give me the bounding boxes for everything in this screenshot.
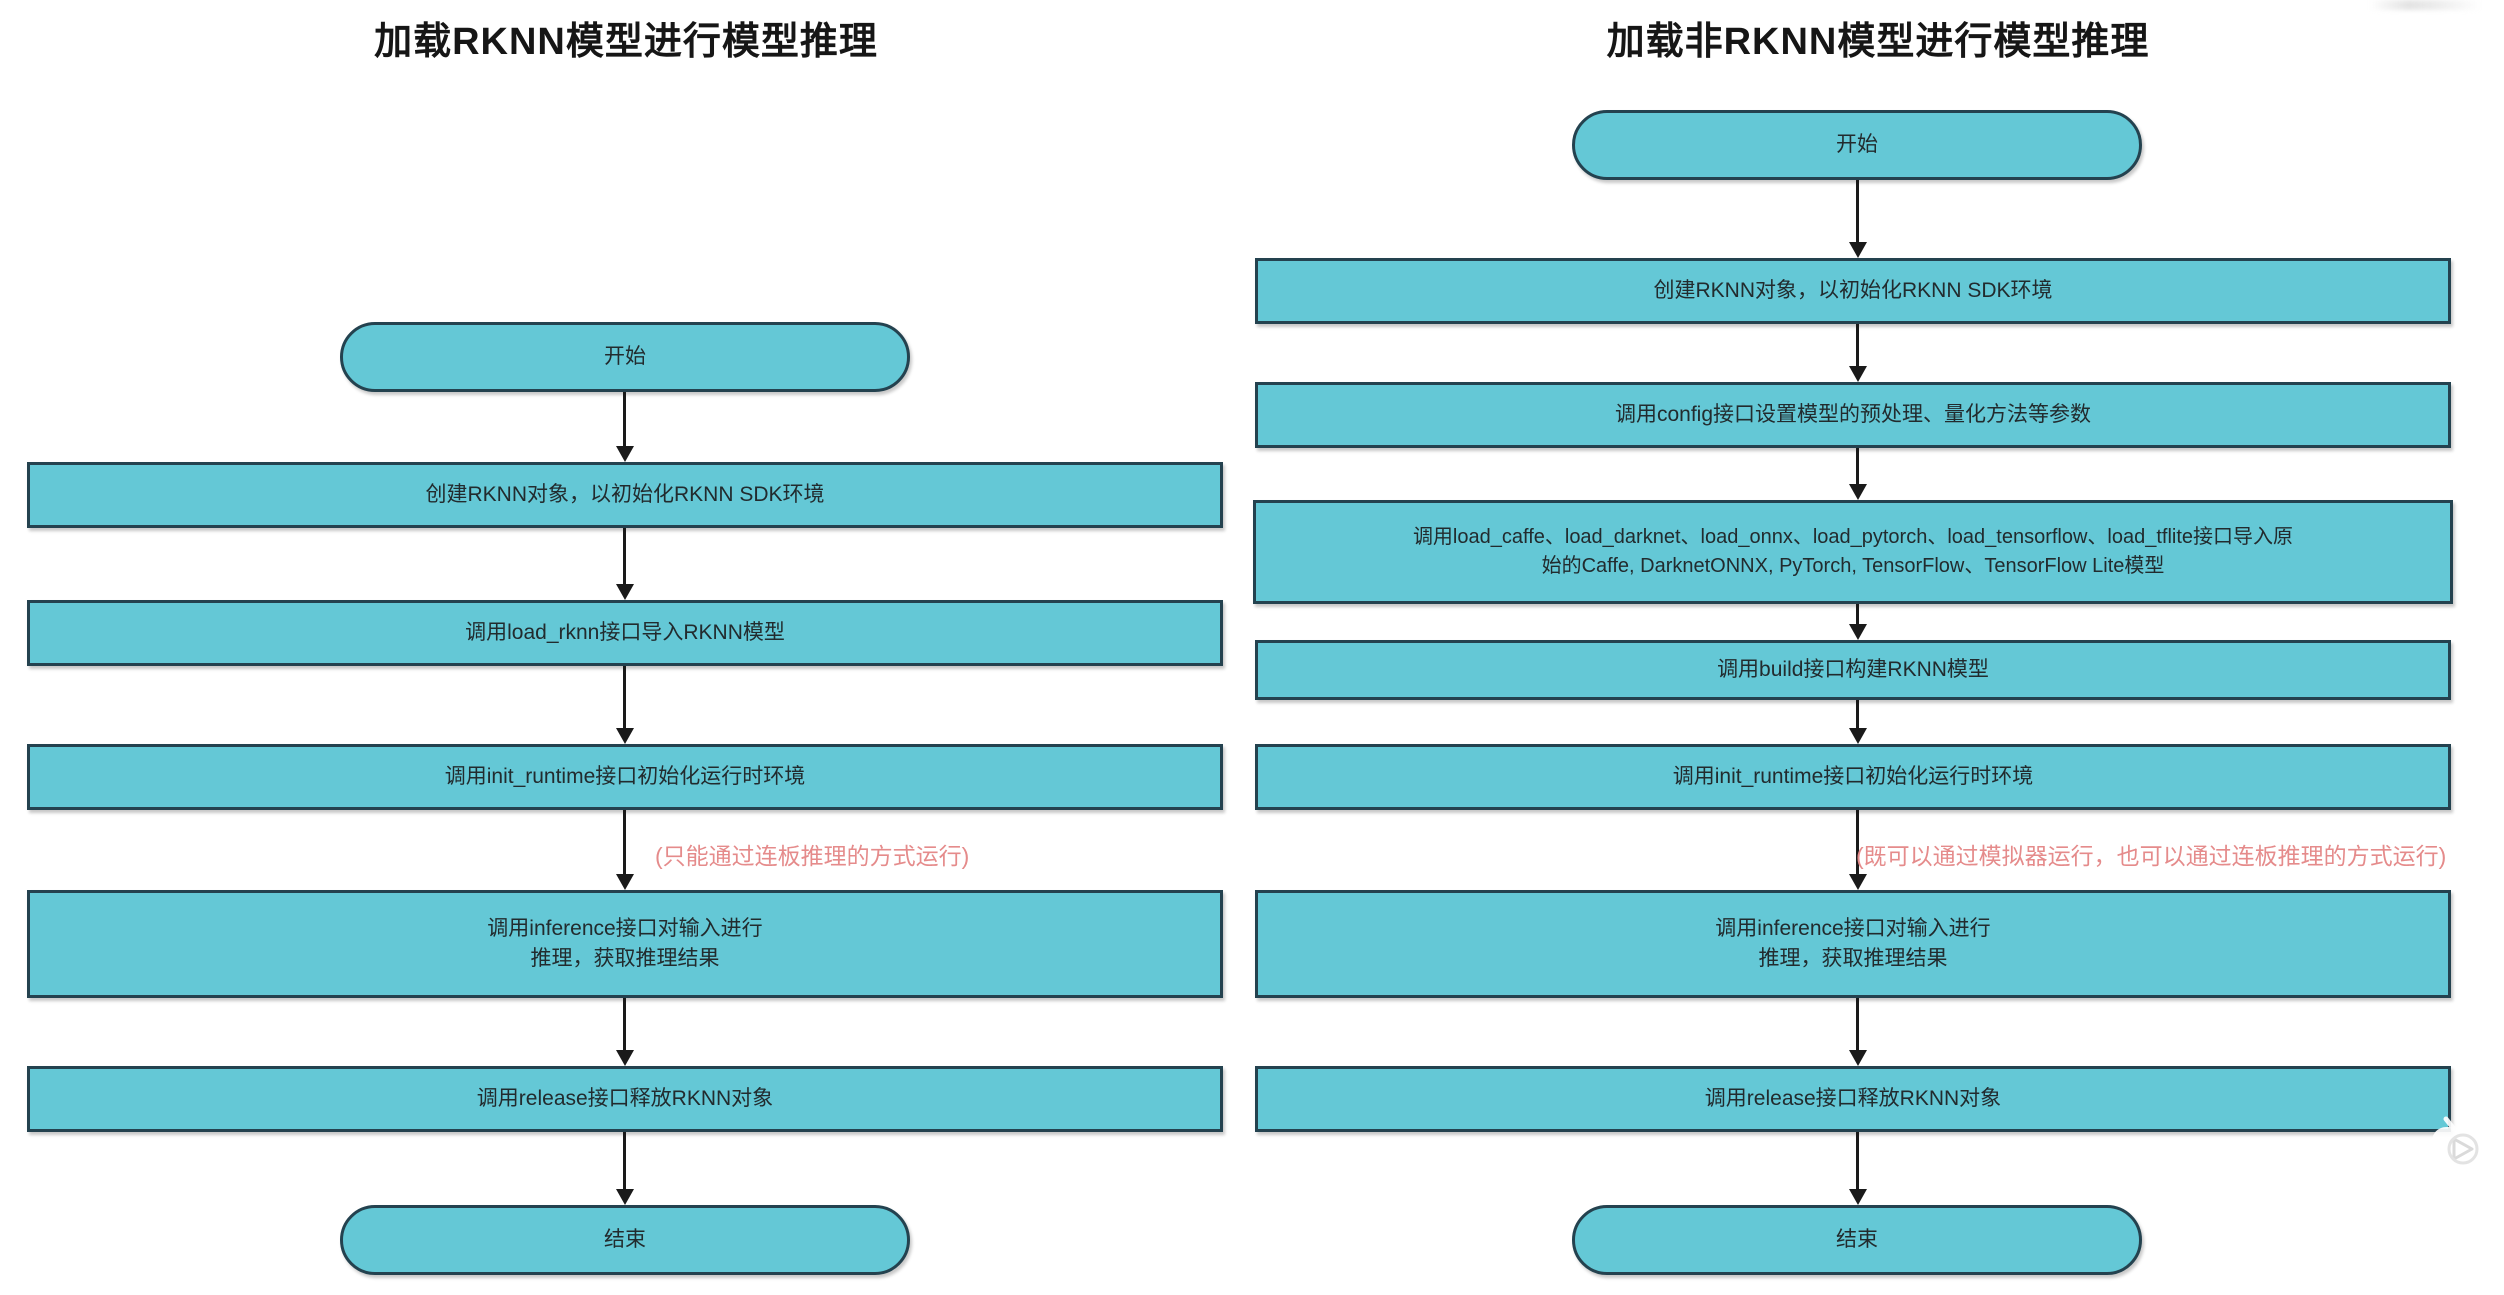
- node-label: 调用load_rknn接口导入RKNN模型: [465, 620, 785, 644]
- node-left-end: 结束: [340, 1205, 910, 1275]
- node-label: 结束: [604, 1227, 646, 1251]
- node-right-config: 调用config接口设置模型的预处理、量化方法等参数: [1255, 382, 2451, 448]
- left-column-title: 加载RKNN模型进行模型推理: [374, 21, 878, 63]
- node-label: 调用inference接口对输入进行 推理，获取推理结果: [1715, 916, 1991, 970]
- connector-left-3: [623, 666, 626, 728]
- annotation-left-runtime-mode: (只能通过连板推理的方式运行): [655, 843, 970, 869]
- node-label: 调用build接口构建RKNN模型: [1717, 657, 1989, 681]
- node-label: 结束: [1836, 1227, 1878, 1251]
- arrowhead-right-5: [1849, 728, 1867, 744]
- node-right-create-rknn: 创建RKNN对象，以初始化RKNN SDK环境: [1255, 258, 2451, 324]
- arrowhead-right-8: [1849, 1189, 1867, 1205]
- node-label: 调用inference接口对输入进行 推理，获取推理结果: [487, 916, 763, 970]
- node-label: 创建RKNN对象，以初始化RKNN SDK环境: [425, 482, 825, 506]
- node-label: 调用load_caffe、load_darknet、load_onnx、load…: [1412, 526, 2294, 577]
- connector-right-2: [1856, 324, 1859, 366]
- arrowhead-right-6: [1849, 874, 1867, 890]
- arrowhead-right-7: [1849, 1050, 1867, 1066]
- node-left-init-runtime: 调用init_runtime接口初始化运行时环境: [27, 744, 1223, 810]
- annotation-right-runtime-mode: (既可以通过模拟器运行，也可以通过连板推理的方式运行): [1856, 843, 2447, 869]
- node-right-build: 调用build接口构建RKNN模型: [1255, 640, 2451, 700]
- arrowhead-right-3: [1849, 484, 1867, 500]
- node-left-load-rknn: 调用load_rknn接口导入RKNN模型: [27, 600, 1223, 666]
- node-label: 调用release接口释放RKNN对象: [1704, 1086, 2002, 1110]
- node-left-release: 调用release接口释放RKNN对象: [27, 1066, 1223, 1132]
- arrowhead-left-6: [616, 1189, 634, 1205]
- connector-right-5: [1856, 700, 1859, 728]
- connector-left-6: [623, 1132, 626, 1189]
- connector-right-3: [1856, 448, 1859, 484]
- right-column-title: 加载非RKNN模型进行模型推理: [1606, 21, 2150, 63]
- arrowhead-right-2: [1849, 366, 1867, 382]
- node-right-inference: 调用inference接口对输入进行 推理，获取推理结果: [1255, 890, 2451, 998]
- node-right-end: 结束: [1572, 1205, 2142, 1275]
- connector-right-4: [1856, 604, 1859, 624]
- node-left-inference: 调用inference接口对输入进行 推理，获取推理结果: [27, 890, 1223, 998]
- node-left-create-rknn: 创建RKNN对象，以初始化RKNN SDK环境: [27, 462, 1223, 528]
- connector-left-2: [623, 528, 626, 584]
- node-right-init-runtime: 调用init_runtime接口初始化运行时环境: [1255, 744, 2451, 810]
- connector-left-5: [623, 998, 626, 1050]
- node-label: 调用init_runtime接口初始化运行时环境: [1672, 764, 2034, 788]
- arrowhead-left-4: [616, 874, 634, 890]
- node-label: 调用init_runtime接口初始化运行时环境: [444, 764, 806, 788]
- node-label: 开始: [604, 344, 646, 368]
- connector-right-1: [1856, 180, 1859, 242]
- arrowhead-left-1: [616, 446, 634, 462]
- arrowhead-left-3: [616, 728, 634, 744]
- node-right-release: 调用release接口释放RKNN对象: [1255, 1066, 2451, 1132]
- arrowhead-right-1: [1849, 242, 1867, 258]
- node-left-start: 开始: [340, 322, 910, 392]
- node-right-load-frameworks: 调用load_caffe、load_darknet、load_onnx、load…: [1253, 500, 2453, 604]
- top-edge-smudge: [2370, 0, 2480, 10]
- node-label: 创建RKNN对象，以初始化RKNN SDK环境: [1653, 278, 2053, 302]
- connector-left-1: [623, 392, 626, 446]
- arrowhead-left-5: [616, 1050, 634, 1066]
- connector-right-6: [1856, 810, 1859, 874]
- arrowhead-left-2: [616, 584, 634, 600]
- connector-right-8: [1856, 1132, 1859, 1189]
- node-right-start: 开始: [1572, 110, 2142, 180]
- node-label: 调用config接口设置模型的预处理、量化方法等参数: [1614, 402, 2092, 426]
- arrowhead-right-4: [1849, 624, 1867, 640]
- connector-right-7: [1856, 998, 1859, 1050]
- node-label: 调用release接口释放RKNN对象: [476, 1086, 774, 1110]
- node-label: 开始: [1836, 132, 1878, 156]
- connector-left-4: [623, 810, 626, 874]
